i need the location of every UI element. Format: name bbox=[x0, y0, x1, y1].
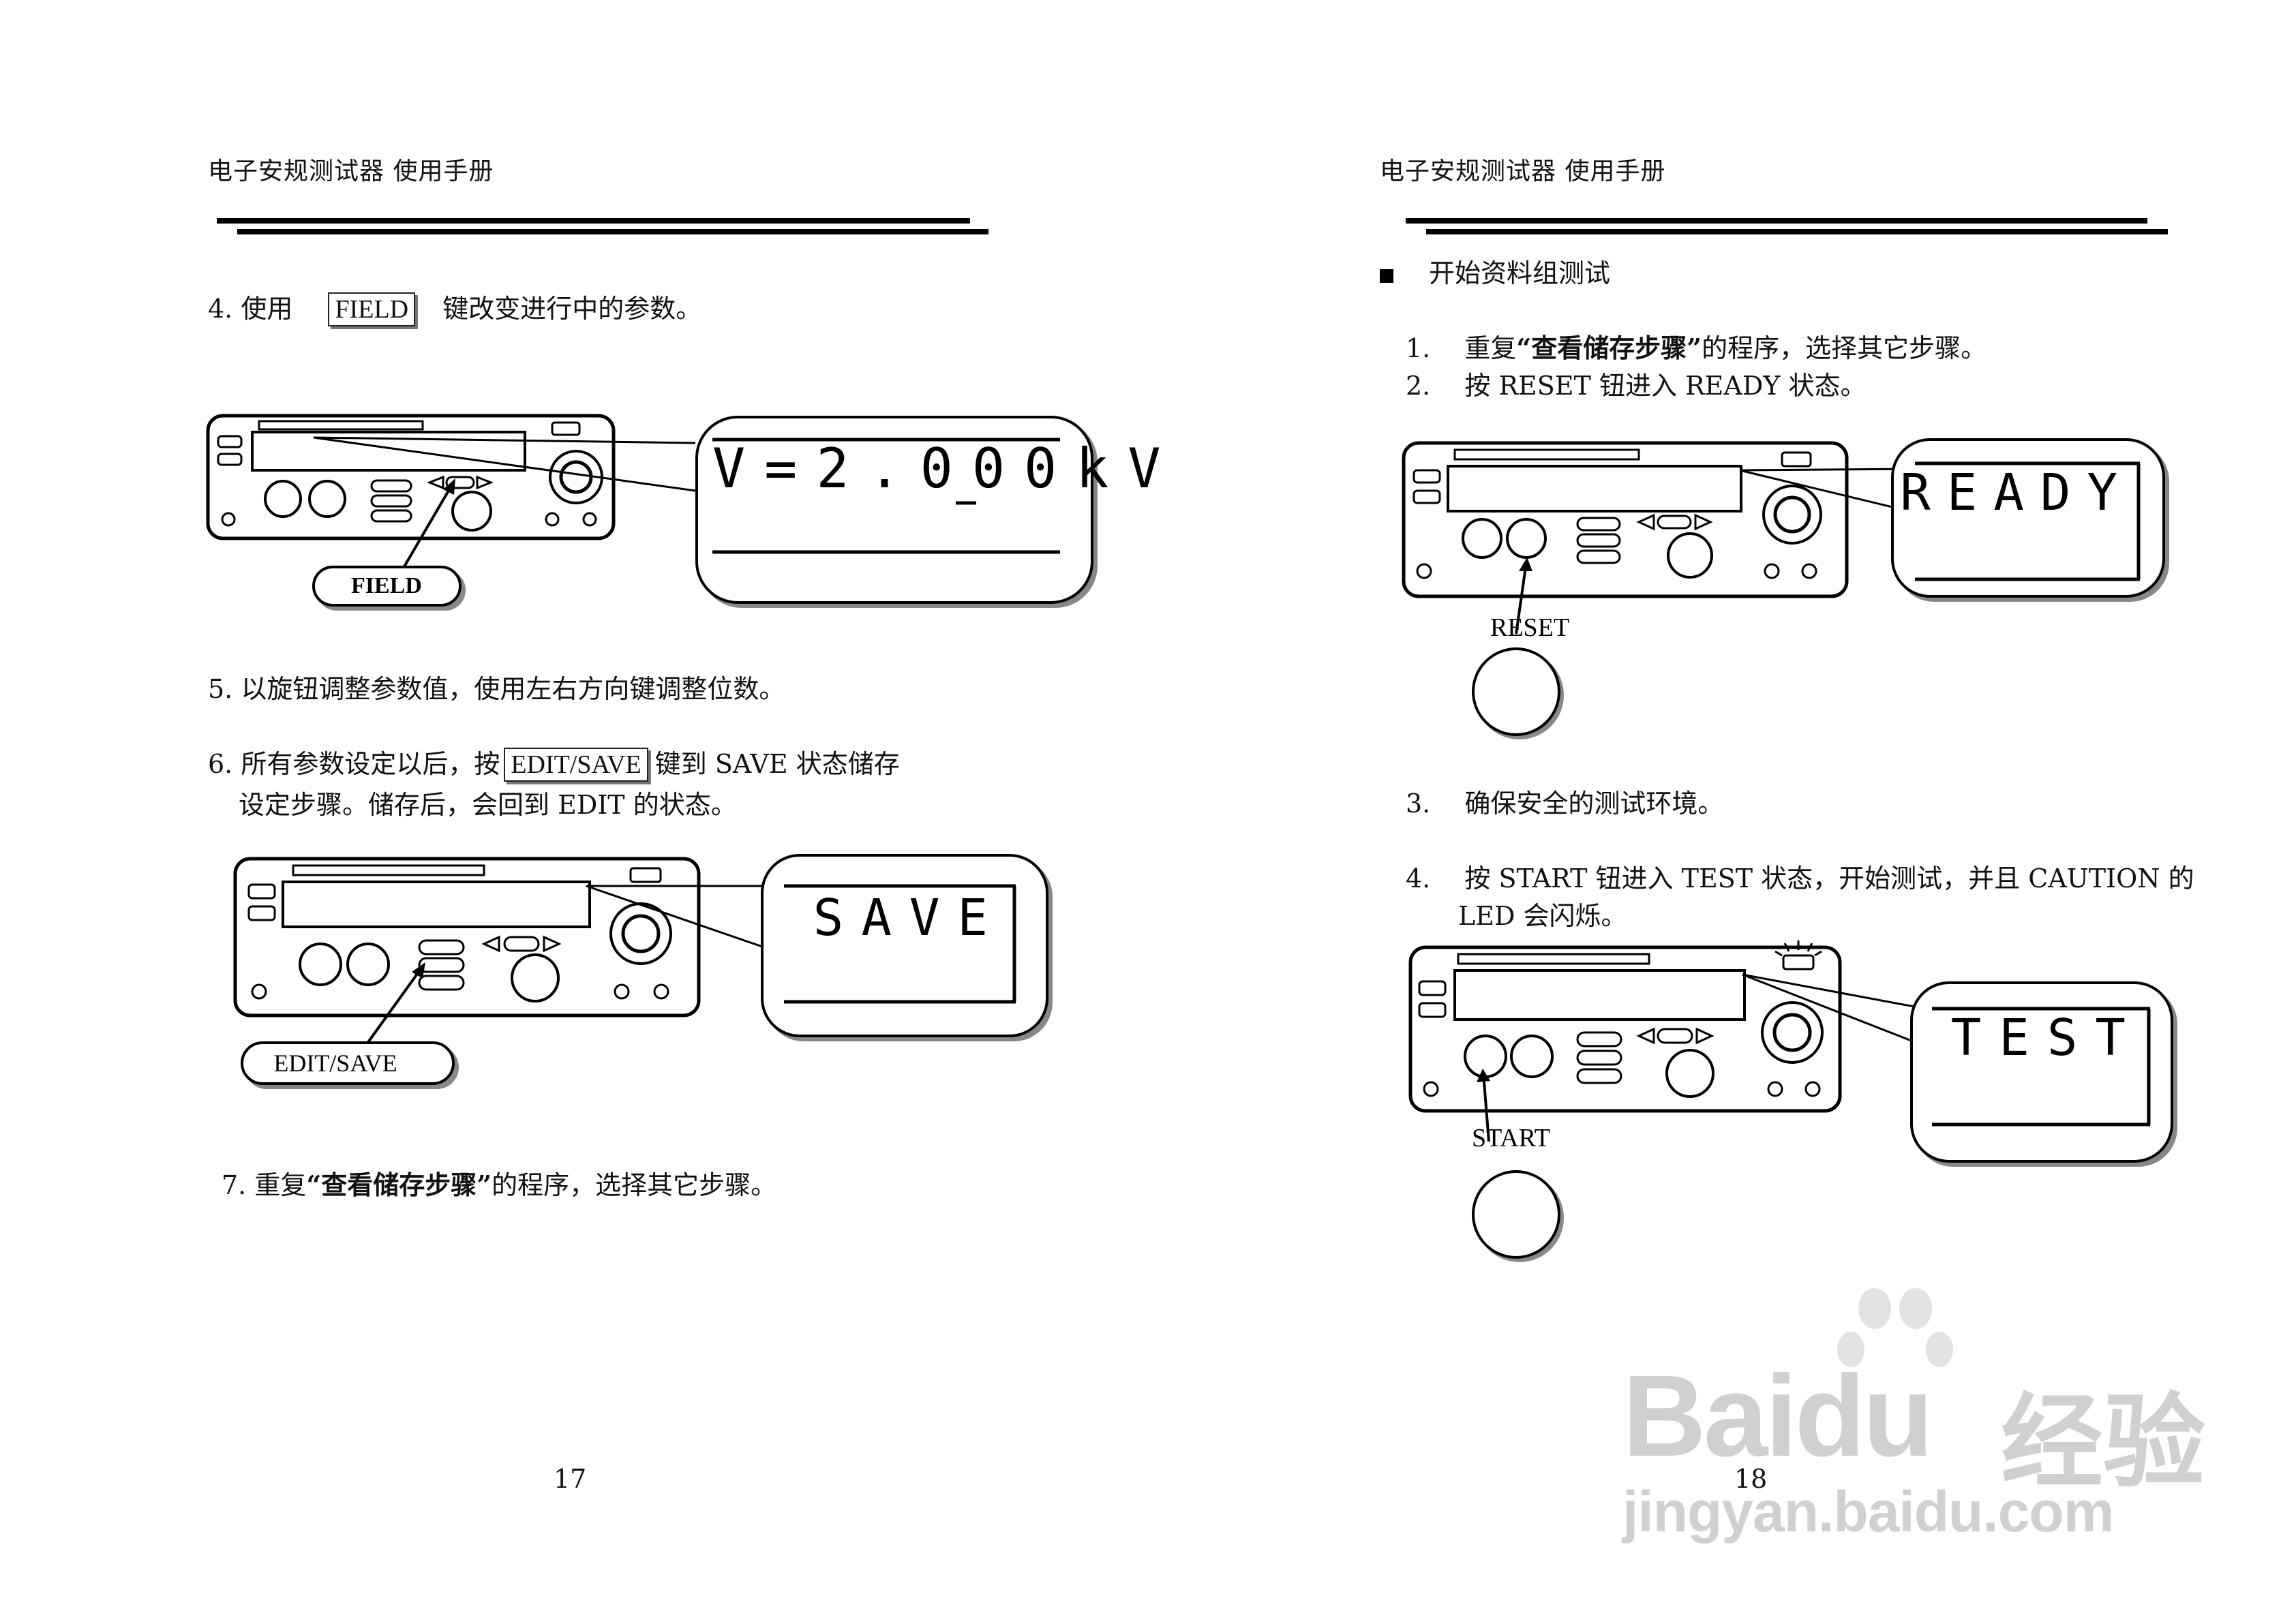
instrument-display bbox=[282, 881, 591, 928]
step-4-line-1: 按 START 钮进入 TEST 状态，开始测试，并且 CAUTION 的 bbox=[1464, 863, 2194, 893]
step-4-line-2: LED 会闪烁。 bbox=[1458, 901, 1627, 931]
step-4-prefix: 4. 使用 bbox=[208, 294, 293, 324]
step-4: 4. 按 START 钮进入 TEST 状态，开始测试，并且 CAUTION 的 bbox=[1406, 857, 2194, 895]
page-header: 电子安规测试器 使用手册 bbox=[208, 157, 494, 185]
page-header: 电子安规测试器 使用手册 bbox=[1380, 157, 1666, 185]
lcd-readout: V=2.000kV bbox=[712, 437, 1179, 500]
start-button[interactable] bbox=[1472, 1170, 1560, 1259]
step-4: 4. 使用 FIELD 键改变进行中的参数。 bbox=[208, 288, 701, 326]
field-callout bbox=[312, 566, 462, 607]
page-18: 电子安规测试器 使用手册 开始资料组测试 1. 重复“查看储存步骤”的程序，选择… bbox=[1148, 0, 2296, 1622]
step-6-line-2: 设定步骤。储存后，会回到 EDIT 的状态。 bbox=[239, 790, 737, 820]
lcd-readout: SAVE bbox=[813, 889, 1006, 947]
lcd-readout: READY bbox=[1900, 463, 2134, 522]
caution-led bbox=[1782, 954, 1815, 970]
step-7: 7. 重复“查看储存步骤”的程序，选择其它步骤。 bbox=[222, 1164, 776, 1202]
field-key: FIELD bbox=[328, 292, 416, 326]
step-7-suffix: 的程序，选择其它步骤。 bbox=[492, 1170, 777, 1200]
instrument-diagram-ready: READY RESET bbox=[1402, 438, 2165, 736]
header-rule-bottom bbox=[1426, 229, 2168, 234]
step-4-num: 4. bbox=[1406, 863, 1431, 893]
lcd-zoom-balloon bbox=[761, 854, 1048, 1037]
led-flash-icon bbox=[1774, 940, 1822, 957]
instrument-display bbox=[1447, 465, 1742, 512]
page-17: 电子安规测试器 使用手册 4. 使用 FIELD 键改变进行中的参数。 bbox=[206, 157, 1160, 1494]
instrument-diagram-test: TEST START bbox=[1408, 940, 2173, 1259]
header-rule-bottom bbox=[237, 229, 988, 234]
baidu-watermark: Baidu 经验 jingyan.baidu.com bbox=[1622, 1281, 2277, 1544]
paw-icon bbox=[1837, 1288, 1953, 1367]
header-rule-top bbox=[217, 218, 970, 224]
lcd-zoom-balloon bbox=[1891, 438, 2165, 598]
step-1-prefix: 重复 bbox=[1464, 333, 1517, 363]
watermark-cn: 经验 bbox=[2001, 1385, 2206, 1499]
step-5: 5. 以旋钮调整参数值，使用左右方向键调整位数。 bbox=[208, 674, 785, 704]
step-3: 3. 确保安全的测试环境。 bbox=[1406, 782, 1723, 820]
step-4-suffix: 键改变进行中的参数。 bbox=[442, 294, 702, 324]
reset-button-graphic bbox=[1506, 518, 1547, 559]
step-1-suffix: 的程序，选择其它步骤。 bbox=[1702, 333, 1987, 363]
section-heading: 开始资料组测试 bbox=[1380, 252, 1610, 290]
step-1-num: 1. bbox=[1406, 333, 1431, 363]
step-1-bold: “查看储存步骤” bbox=[1516, 333, 1702, 363]
start-button-graphic bbox=[1464, 1035, 1507, 1078]
step-6-prefix: 6. 所有参数设定以后，按 bbox=[208, 749, 500, 779]
page-number: 17 bbox=[554, 1464, 587, 1494]
step-2-text: 按 RESET 钮进入 READY 状态。 bbox=[1464, 371, 1867, 401]
step-2: 2. 按 RESET 钮进入 READY 状态。 bbox=[1406, 365, 1867, 402]
step-3-text: 确保安全的测试环境。 bbox=[1464, 789, 1724, 818]
instrument-diagram-field: V=2.000kV FIELD bbox=[206, 414, 1160, 607]
header-rule-top bbox=[1406, 218, 2147, 224]
reset-label: RESET bbox=[1490, 613, 1569, 642]
step-6-suffix: 键到 SAVE 状态储存 bbox=[654, 749, 900, 779]
step-2-num: 2. bbox=[1406, 371, 1431, 401]
instrument-diagram-save: SAVE EDIT/SAVE bbox=[233, 854, 1048, 1085]
step-7-bold: “查看储存步骤” bbox=[306, 1169, 492, 1200]
bullet-square bbox=[1380, 269, 1393, 283]
edit-save-callout-label: EDIT/SAVE bbox=[273, 1050, 397, 1077]
instrument-display bbox=[1453, 969, 1746, 1021]
start-label: START bbox=[1472, 1124, 1550, 1152]
edit-save-callout bbox=[241, 1041, 455, 1085]
watermark-brand-part1: Bai bbox=[1622, 1351, 1798, 1481]
edit-save-key: EDIT/SAVE bbox=[504, 748, 648, 782]
step-3-num: 3. bbox=[1406, 789, 1431, 818]
watermark-url: jingyan.baidu.com bbox=[1622, 1480, 2114, 1544]
page-number: 18 bbox=[1734, 1464, 1768, 1494]
reset-button[interactable] bbox=[1472, 647, 1560, 736]
watermark-brand: Baidu bbox=[1622, 1349, 1934, 1483]
section-title: 开始资料组测试 bbox=[1429, 258, 1611, 288]
field-callout-label: FIELD bbox=[351, 573, 422, 598]
step-1: 1. 重复“查看储存步骤”的程序，选择其它步骤。 bbox=[1406, 327, 1987, 365]
lcd-zoom-balloon bbox=[695, 416, 1093, 604]
watermark-brand-part2: du bbox=[1794, 1351, 1934, 1481]
lcd-zoom-balloon bbox=[1910, 981, 2173, 1163]
lcd-readout: TEST bbox=[1951, 1009, 2143, 1067]
step-7-prefix: 7. 重复 bbox=[222, 1170, 307, 1200]
